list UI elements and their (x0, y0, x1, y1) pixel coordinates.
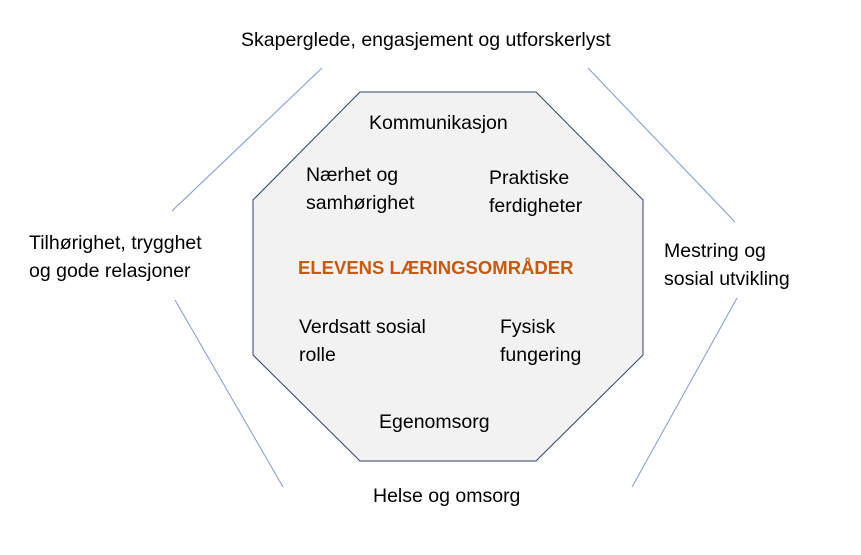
area-praktiske-line2: ferdigheter (489, 195, 583, 217)
area-fysisk-line1: Fysisk (500, 316, 556, 338)
area-fysisk-line2: fungering (500, 344, 582, 366)
center-title: ELEVENS LÆRINGSOMRÅDER (298, 257, 574, 278)
area-verdsatt-line2: rolle (299, 344, 336, 366)
outer-left-label-line1: Tilhørighet, trygghet (29, 232, 202, 254)
outer-right-label-line2: sosial utvikling (664, 268, 790, 290)
area-praktiske-line1: Praktiske (489, 167, 570, 189)
connector-bottom-right (631, 297, 738, 488)
area-verdsatt-line1: Verdsatt sosial (299, 316, 426, 338)
outer-bottom-label: Helse og omsorg (373, 485, 521, 507)
area-naerhet-line2: samhørighet (306, 192, 415, 214)
octagon (252, 91, 644, 462)
outer-left-label-line2: og gode relasjoner (29, 260, 191, 282)
connector-top-right (587, 67, 736, 223)
area-egenomsorg: Egenomsorg (379, 411, 490, 433)
connector-bottom-left (174, 299, 284, 488)
outer-right-label-line1: Mestring og (664, 240, 766, 262)
outer-top-label: Skaperglede, engasjement og utforskerlys… (241, 29, 611, 51)
connector-top-left (171, 67, 323, 212)
area-kommunikasjon: Kommunikasjon (369, 112, 508, 134)
area-naerhet-line1: Nærhet og (306, 164, 399, 186)
